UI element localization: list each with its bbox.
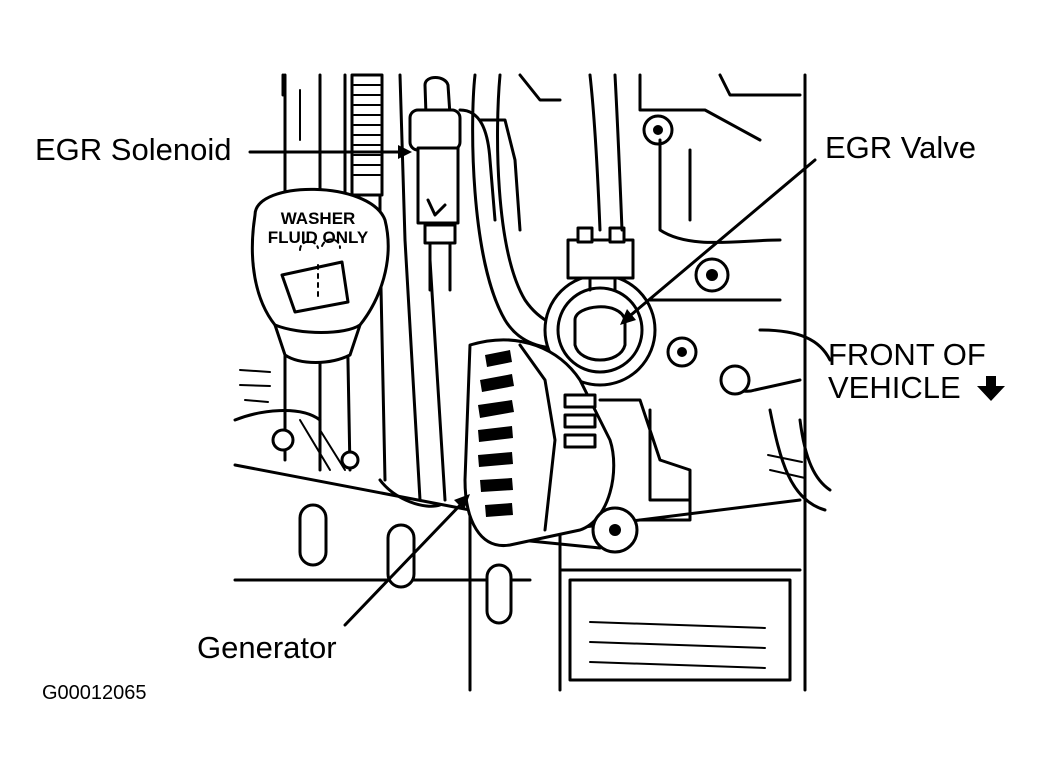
egr-valve-leader bbox=[623, 158, 817, 322]
down-arrow-icon bbox=[977, 376, 1005, 401]
egr-solenoid-label: EGR Solenoid bbox=[35, 132, 231, 167]
washer-fluid-cap bbox=[250, 187, 390, 364]
generator-leader bbox=[343, 498, 467, 627]
generator-label: Generator bbox=[197, 630, 337, 665]
front-of-vehicle-line1: FRONT OF bbox=[828, 337, 986, 372]
front-of-vehicle-line2: VEHICLE bbox=[828, 370, 961, 405]
egr-valve-part bbox=[471, 73, 657, 387]
washer-cap-text-1: WASHER bbox=[281, 209, 356, 228]
figure-id: G00012065 bbox=[42, 682, 147, 704]
egr-solenoid-part bbox=[408, 76, 522, 292]
generator-arrowhead bbox=[454, 494, 470, 510]
washer-cap-text-2: FLUID ONLY bbox=[268, 228, 369, 247]
egr-solenoid-arrowhead bbox=[398, 145, 412, 159]
wiper-icon bbox=[280, 260, 350, 314]
generator-part bbox=[463, 338, 692, 554]
leader-lines bbox=[248, 145, 817, 627]
egr-valve-label: EGR Valve bbox=[825, 130, 976, 165]
drawing-frame bbox=[233, 73, 807, 692]
egr-valve-arrowhead bbox=[620, 309, 636, 325]
engine-right bbox=[518, 73, 832, 512]
